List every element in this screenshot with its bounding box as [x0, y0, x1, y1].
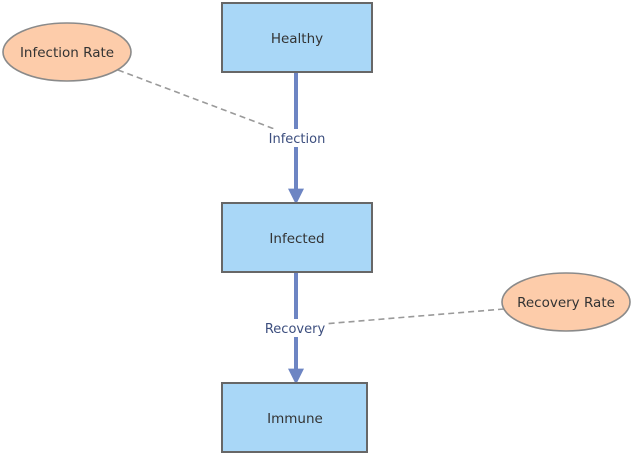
variable-infection-rate[interactable]: Infection Rate: [2, 22, 132, 82]
recovery-rate-link: [297, 308, 505, 330]
recovery-flow-label: Recovery: [265, 322, 326, 337]
stock-healthy[interactable]: Healthy: [221, 2, 373, 73]
infection-rate-link: [117, 69, 295, 138]
stock-healthy-label: Healthy: [271, 31, 323, 47]
recovery-label-bg: [264, 319, 326, 337]
stock-immune-label: Immune: [267, 411, 323, 427]
stock-infected[interactable]: Infected: [221, 202, 373, 273]
stock-infected-label: Infected: [269, 231, 324, 247]
stock-immune[interactable]: Immune: [221, 382, 368, 453]
variable-infection-rate-label: Infection Rate: [20, 45, 114, 61]
variable-recovery-rate-label: Recovery Rate: [517, 295, 615, 311]
infection-flow-label: Infection: [269, 132, 326, 147]
variable-recovery-rate[interactable]: Recovery Rate: [501, 272, 631, 332]
infection-label-bg: [265, 129, 329, 147]
